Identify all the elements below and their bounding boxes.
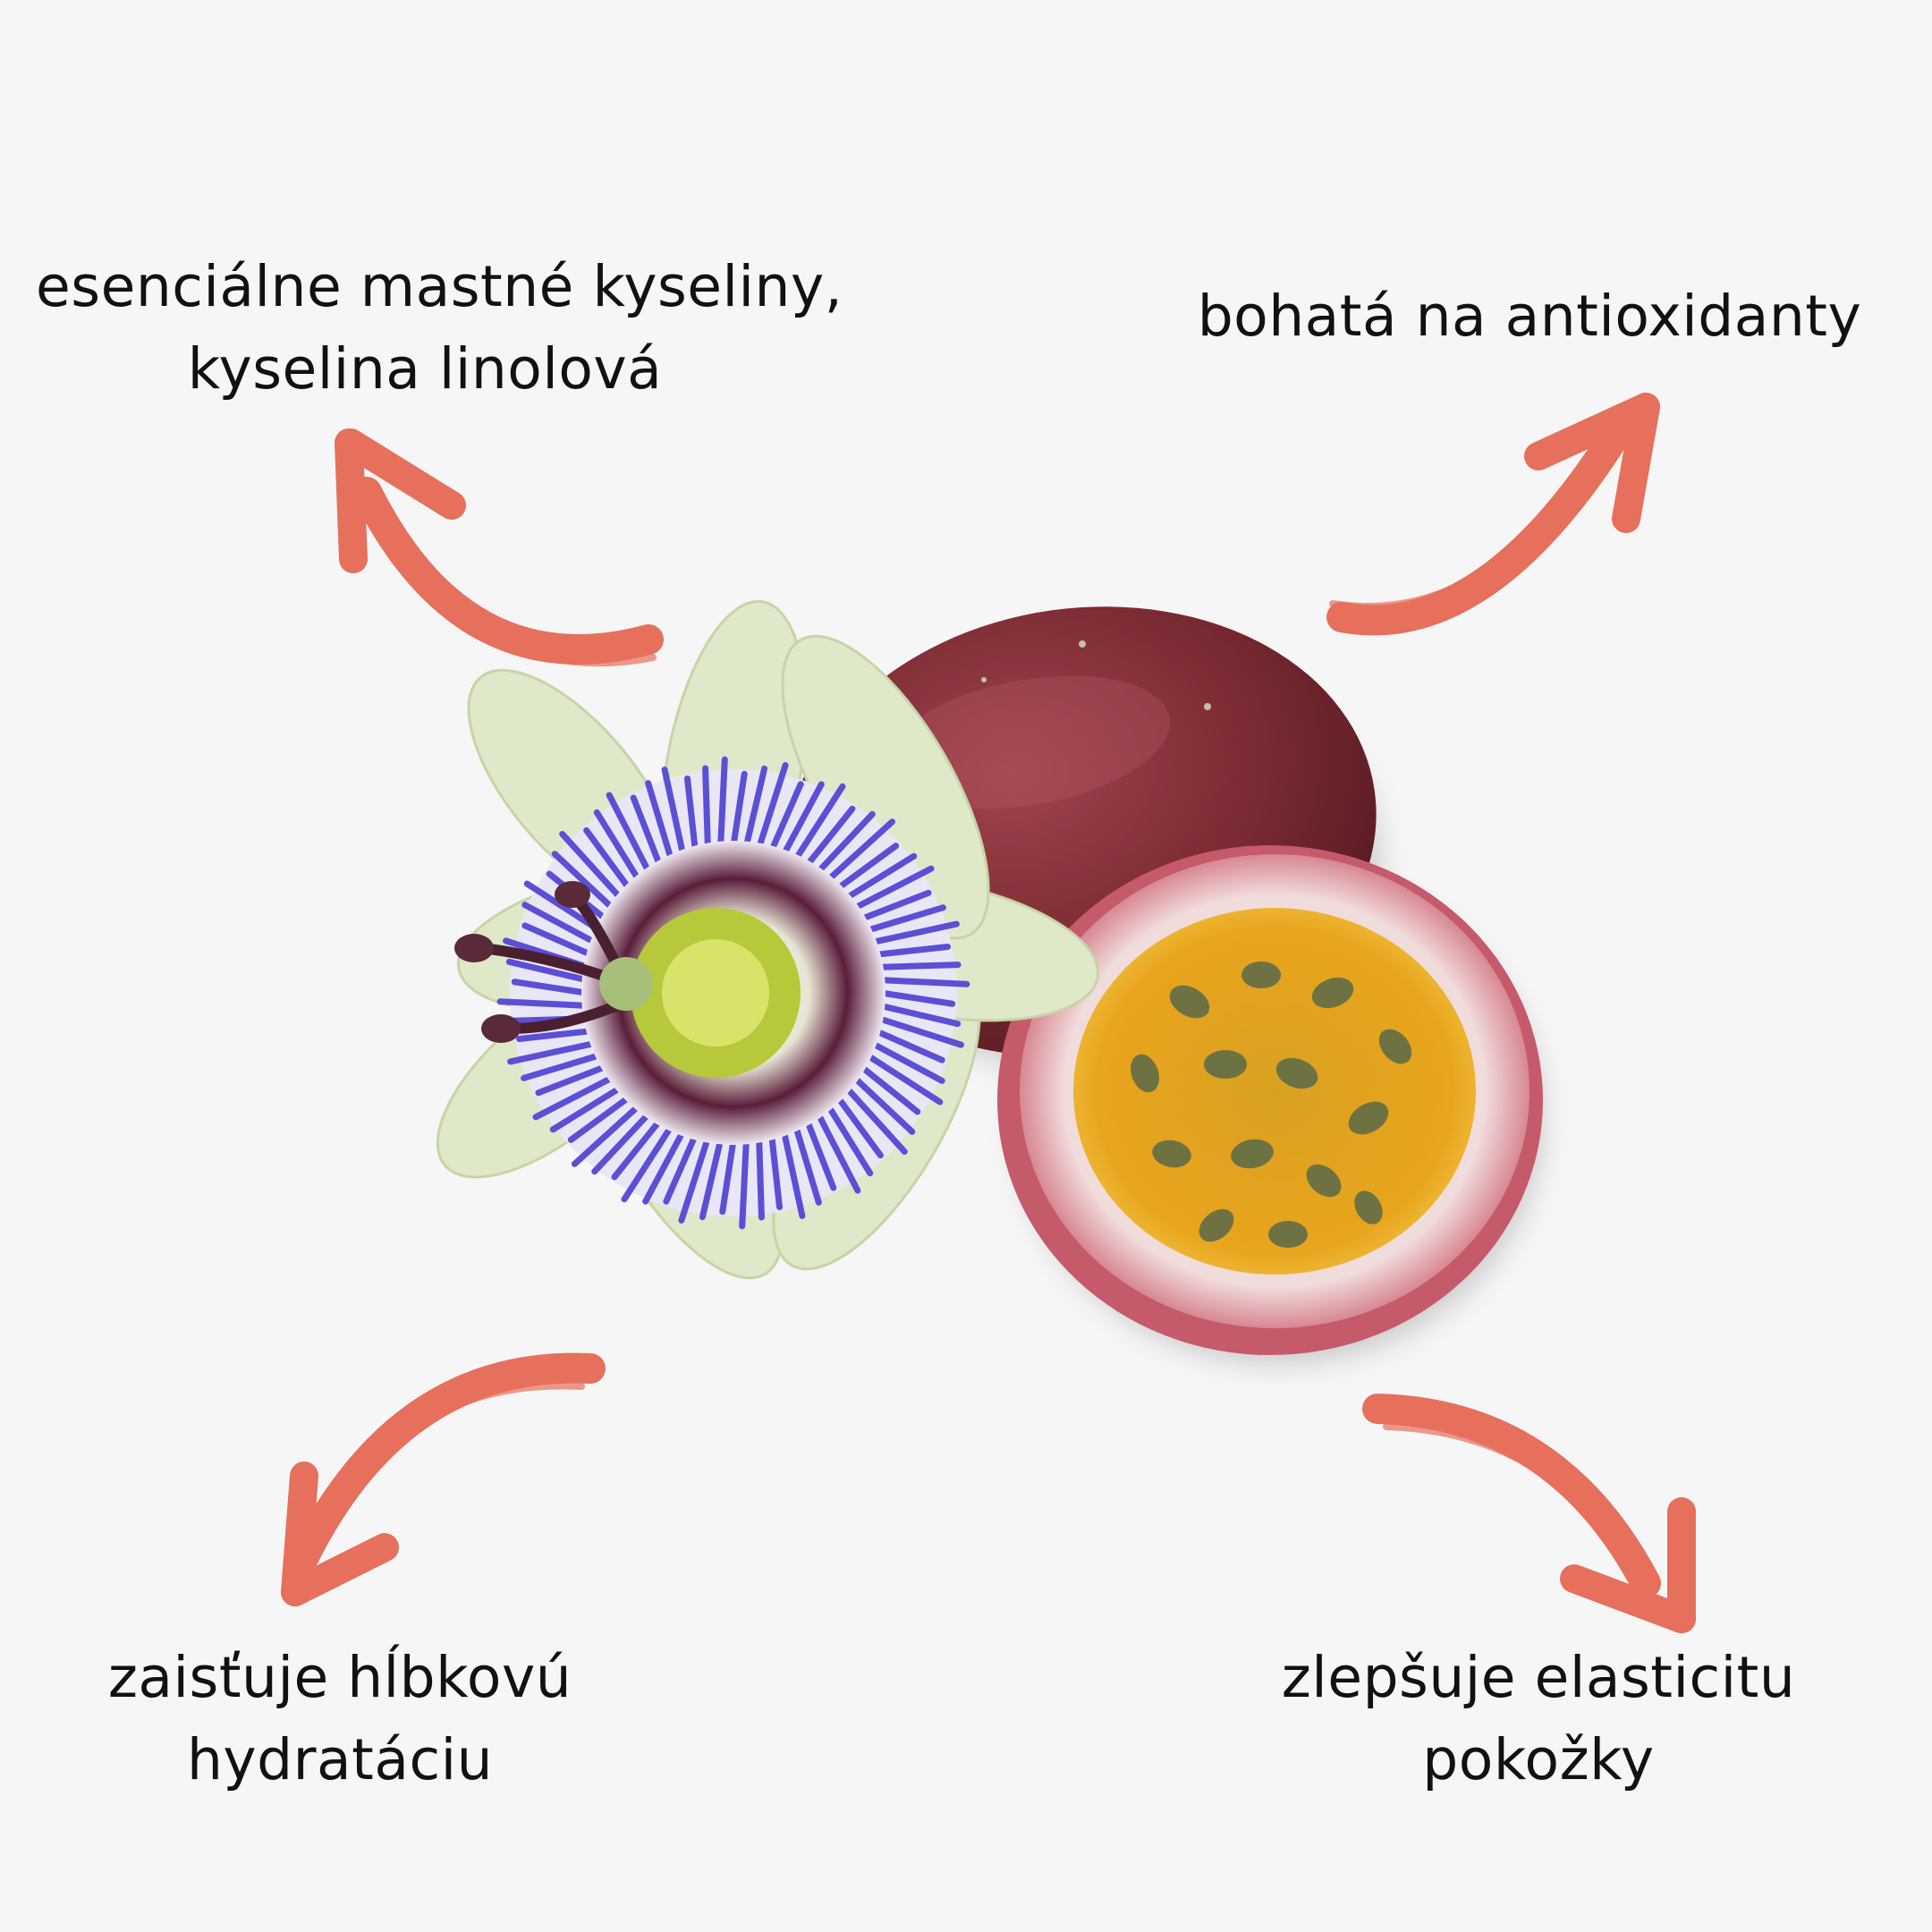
flower-filament (843, 1084, 908, 1156)
flower-filament (756, 762, 789, 852)
flower-filament (559, 830, 624, 902)
flower-filament (877, 977, 970, 987)
flower-filament (851, 865, 935, 911)
flower-filament (630, 794, 663, 869)
flower-filament (877, 989, 956, 1007)
flower-filament (532, 1074, 616, 1121)
label-elasticity: zlepšuje elasticitu pokožky (1252, 1637, 1825, 1801)
flower-filament (719, 1137, 737, 1216)
flower-filament (875, 1015, 964, 1048)
flower-filament (535, 1063, 609, 1097)
label-line: pokožky (1422, 1727, 1655, 1792)
flower-filament (583, 826, 632, 892)
label-line: zlepšuje elasticitu (1281, 1645, 1796, 1710)
flower-filament (792, 1123, 822, 1206)
flower-filament (768, 781, 804, 854)
flower-filament (521, 922, 595, 958)
label-fatty-acids: esenciálne mastné kyseliny, kyselina lin… (36, 246, 843, 411)
flower-filament (869, 1039, 945, 1084)
passion-flower-icon (436, 599, 1100, 1280)
flower-filament (768, 1131, 784, 1211)
flower-filament (515, 1028, 595, 1043)
flower-filament (683, 775, 699, 854)
flower-filament (869, 920, 960, 946)
flower-filament (702, 765, 711, 852)
flower-filament (621, 1123, 674, 1203)
brush-arrow-icon (281, 393, 1696, 1633)
flower-filament (756, 1134, 765, 1221)
flower-filament (825, 1102, 874, 1177)
flower-filament (496, 998, 590, 1009)
label-line: bohatá na antioxidanty (1197, 284, 1862, 349)
flower-filament (663, 1131, 699, 1205)
flower-filament (521, 1052, 603, 1081)
flower-filament (835, 843, 900, 892)
flower-filament (678, 1134, 711, 1224)
flower-filament (567, 1094, 632, 1143)
flower-filament (815, 1110, 861, 1194)
flower-filament (804, 805, 856, 869)
flower-filament (875, 962, 962, 970)
flower-filament (780, 1128, 806, 1219)
flower-filament (507, 1039, 598, 1065)
flower-filament (699, 1136, 724, 1221)
flower-filament (739, 1136, 750, 1230)
flower-filament (730, 770, 748, 849)
flower-filament (551, 851, 616, 911)
flower-filament (825, 818, 896, 884)
label-antioxidants: bohatá na antioxidanty (1181, 275, 1878, 358)
flower-filament (815, 810, 876, 876)
flower-filament (549, 1084, 624, 1133)
label-line: hydratáciu (186, 1727, 494, 1792)
flower-filament (843, 852, 918, 902)
flower-filament (505, 958, 590, 984)
flower-filament (864, 904, 946, 934)
halved-passion-fruit-icon (997, 845, 1543, 1355)
flower-filament (858, 1063, 921, 1115)
flower-filament (851, 1074, 916, 1135)
flower-filament (792, 783, 846, 862)
flower-filament (864, 1052, 944, 1106)
flower-filament (571, 1102, 642, 1167)
flower-filament (742, 765, 768, 850)
flower-filament (858, 889, 932, 922)
flower-filament (593, 809, 642, 884)
flower-filament (661, 767, 687, 858)
flower-filament (642, 1128, 687, 1205)
label-line: zaisťuje hĺbkovú (107, 1645, 572, 1710)
flower-filament (511, 979, 589, 996)
label-hydration: zaisťuje hĺbkovú hydratáciu (54, 1637, 626, 1801)
flower-filament (877, 1002, 962, 1028)
flower-filament (606, 792, 652, 876)
flower-filament (872, 943, 952, 958)
label-line: esenciálne mastné kyseliny, (36, 254, 843, 319)
flower-filament (804, 1117, 837, 1191)
flower-filament (835, 1094, 884, 1159)
flower-filament (521, 902, 598, 946)
label-line: kyselina linolová (187, 336, 663, 402)
flower-filament (717, 756, 728, 850)
flower-filament (611, 1117, 663, 1181)
flower-filament (645, 780, 674, 862)
flower-filament (780, 781, 825, 858)
flower-filament (872, 1028, 945, 1063)
flower-filament (591, 1110, 652, 1175)
